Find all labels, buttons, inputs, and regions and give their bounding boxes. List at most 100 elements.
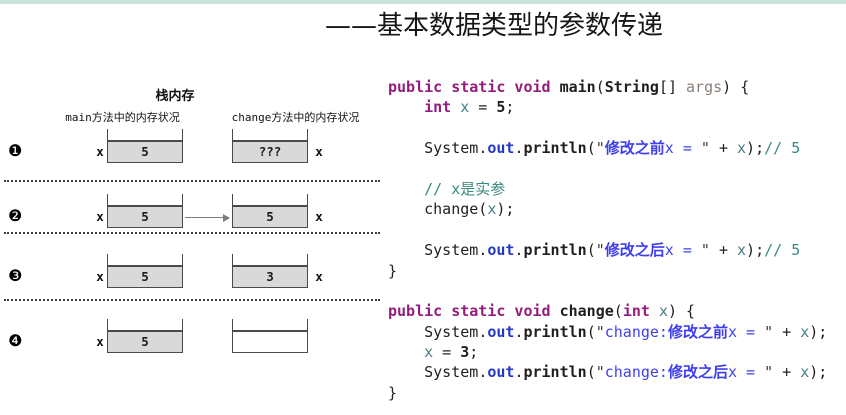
dotted-separator [4,180,380,182]
x-label-left: x [96,209,104,224]
dotted-separator [4,232,380,234]
code-token: + [709,139,738,158]
x-label-left: x [96,269,104,284]
main-method-column-label: main方法中的内存状况 [65,111,180,124]
memory-cell-value: 5 [141,334,149,349]
code-token: . [514,139,524,158]
memory-cell-fill: 3 [233,265,307,287]
code-token [388,343,424,361]
code-token: 修改之后 [667,363,728,382]
code-token: " [595,363,605,382]
code-token: . [478,139,488,158]
code-token: ); [809,363,828,382]
code-token: x [658,302,668,321]
code-token: } [388,383,398,402]
dotted-separator [4,299,380,301]
code-token: . [514,241,524,260]
code-token: } [388,261,398,280]
code-line [388,118,827,138]
code-token: ( [586,363,596,382]
memory-cell-main: 5 [107,194,183,228]
memory-cell-fill [233,330,307,352]
memory-cell-value: 3 [266,269,274,284]
memory-cell-main: 5 [107,254,183,288]
x-label-left: x [96,334,104,349]
memory-cell-fill: 5 [108,205,182,227]
memory-cell-value: 5 [141,269,149,284]
code-token: change [559,302,614,321]
code-token: x = [664,241,701,260]
code-token: println [523,322,587,341]
code-token: ( [613,302,623,321]
x-label-right: x [315,269,323,284]
step-row: ❸ x 5 3 x [0,254,385,288]
code-token: . [478,241,488,260]
code-line: System.out.println("change:修改之后x = " + x… [388,362,827,382]
code-token: println [523,241,587,260]
code-token: [] [658,78,687,96]
code-token: ); [809,322,828,341]
code-token: ( [586,139,596,158]
code-token: x = [727,322,765,341]
memory-cell-value: 5 [266,209,274,224]
change-method-column-label: change方法中的内存状况 [231,111,360,124]
code-line [388,159,827,179]
step-badge: ❸ [8,266,23,285]
stack-memory-label: 栈内存 [155,89,195,104]
code-line: System.out.println("修改之前x = " + x);// 5 [388,138,827,158]
code-token: " [595,322,605,341]
page-title: ——基本数据类型的参数传递 [325,11,664,41]
code-line: System.out.println("修改之后x = " + x);// 5 [388,240,827,260]
code-token: ; [505,98,515,117]
code-token: x [800,363,810,382]
copy-arrow-icon [185,213,230,222]
code-token: change( [388,200,488,219]
code-line [388,281,827,301]
memory-cell-main: 5 [107,319,183,353]
code-token: ( [586,241,596,260]
code-token: System [388,139,479,158]
memory-cell-fill: 5 [108,140,182,162]
code-token: ) { [722,78,750,96]
code-token: 修改之后 [604,241,665,260]
code-token: println [523,363,587,382]
code-token: ); [746,139,765,158]
code-token: ( [595,78,605,96]
code-token: public static void [388,302,560,321]
code-token: x [460,98,470,117]
code-token: + [709,241,738,260]
memory-cell-value: 5 [141,209,149,224]
code-line: } [388,261,827,281]
code-token: System [388,241,479,260]
code-token: = [433,343,461,362]
code-token [388,180,424,198]
step-badge: ❷ [8,206,23,225]
code-line [388,220,827,240]
code-token: main [559,78,596,96]
code-token: x [800,322,810,341]
code-token: out [487,322,515,341]
code-token: args [686,78,723,96]
code-token: change: [604,322,668,341]
code-token: x = [727,363,765,382]
code-token: x [487,200,497,219]
code-token: int [622,302,650,321]
memory-cell-fill: 5 [108,265,182,287]
step-badge: ❶ [8,141,23,160]
code-token: out [487,241,515,260]
memory-cell-fill: 5 [108,330,182,352]
code-token: // 5 [764,241,801,260]
code-token: println [523,139,587,158]
code-token: " [595,139,605,158]
code-token: ; [469,343,479,362]
code-block: public static void main(String[] args) {… [388,77,827,403]
code-token: out [487,363,515,382]
code-token: System [388,363,479,382]
x-label-right: x [315,144,323,159]
code-token [650,302,659,320]
code-token: = [469,98,497,117]
memory-cell-value: ??? [258,144,282,159]
code-token: ) { [667,302,696,321]
